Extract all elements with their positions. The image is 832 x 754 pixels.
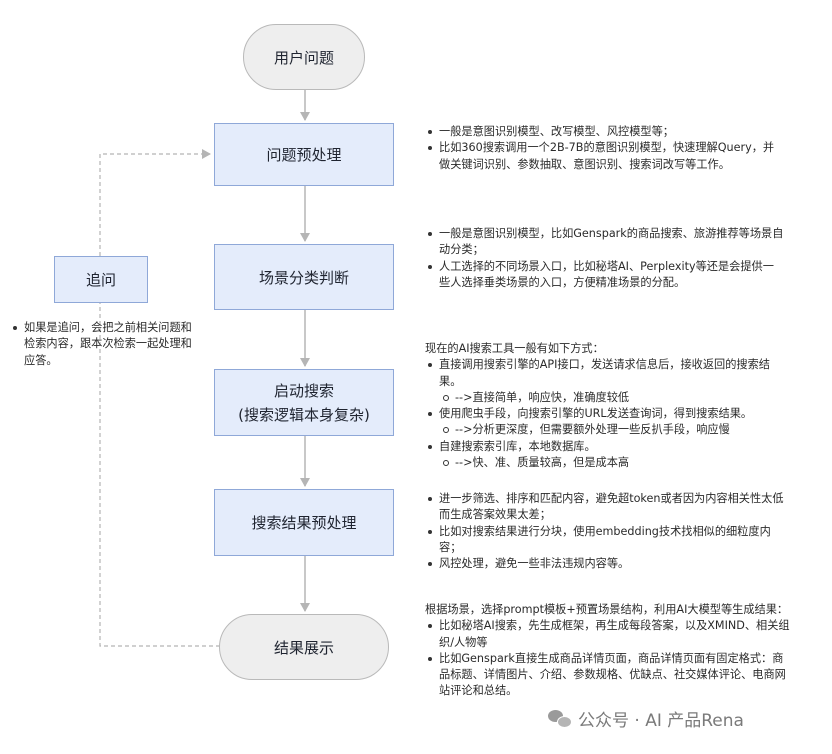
note-subitem: -->分析更深度，但需要额外处理一些反扒手段，响应慢 — [425, 422, 790, 438]
loop-followup-to-preprocess — [99, 149, 211, 256]
note-item: 比如Genspark直接生成商品详情页面，商品详情页面有固定格式：商品标题、详情… — [425, 651, 790, 700]
preprocess-label: 问题预处理 — [266, 146, 342, 164]
user-question-node: 用户问题 — [243, 24, 365, 90]
note-item: 比如秘塔AI搜索，先生成框架，再生成每段答案，以及XMIND、相关组织/人物等 — [425, 618, 790, 651]
start-search-node: 启动搜索 (搜索逻辑本身复杂) — [214, 369, 394, 436]
wechat-icon — [548, 709, 572, 729]
note-result-preprocess: 进一步筛选、排序和匹配内容，避免超token或者因为内容相关性太低而生成答案效果… — [425, 491, 790, 572]
note-item: 风控处理，避免一些非法违规内容等。 — [425, 556, 790, 572]
user-question-label: 用户问题 — [273, 48, 334, 67]
scene-classify-node: 场景分类判断 — [214, 244, 394, 310]
start-search-label: 启动搜索 — [273, 382, 334, 400]
preprocess-node: 问题预处理 — [214, 123, 394, 186]
note-item: 如果是追问，会把之前相关问题和检索内容，跟本次检索一起处理和应答。 — [10, 320, 200, 369]
note-subitem: -->直接简单，响应快，准确度较低 — [425, 390, 790, 406]
note-item: 直接调用搜索引擎的API接口，发送请求信息后，接收返回的搜索结果。 — [425, 357, 790, 390]
note-subitem: -->快、准、质量较高，但是成本高 — [425, 455, 790, 471]
note-item: 比如360搜索调用一个2B-7B的意图识别模型，快速理解Query，并做关键词识… — [425, 140, 785, 173]
watermark-text: 公众号 · AI 产品Rena — [578, 711, 744, 731]
result-display-node: 结果展示 — [219, 614, 389, 680]
note-item: 比如对搜索结果进行分块，使用embedding技术找相似的细粒度内容； — [425, 524, 790, 557]
note-search: 现在的AI搜索工具一般有如下方式： 直接调用搜索引擎的API接口，发送请求信息后… — [425, 341, 790, 471]
note-item: 一般是意图识别模型，比如Genspark的商品搜索、旅游推荐等场景自动分类； — [425, 226, 785, 259]
start-search-sublabel: (搜索逻辑本身复杂) — [238, 406, 370, 424]
note-item: 人工选择的不同场景入口，比如秘塔AI、Perplexity等还是会提供一些人选择… — [425, 259, 785, 292]
follow-up-label: 追问 — [85, 271, 116, 289]
note-preprocess: 一般是意图识别模型、改写模型、风控模型等； 比如360搜索调用一个2B-7B的意… — [425, 124, 785, 173]
result-preprocess-label: 搜索结果预处理 — [251, 514, 357, 532]
watermark: 公众号 · AI 产品Rena — [548, 706, 744, 731]
result-display-label: 结果展示 — [273, 638, 334, 657]
note-follow-up: 如果是追问，会把之前相关问题和检索内容，跟本次检索一起处理和应答。 — [10, 320, 200, 369]
note-item: 自建搜索索引库，本地数据库。 — [425, 439, 790, 455]
note-intro: 根据场景，选择prompt模板+预置场景结构，利用AI大模型等生成结果： — [425, 603, 789, 616]
loop-display-to-followup — [99, 303, 220, 647]
follow-up-node: 追问 — [54, 256, 148, 303]
note-item: 使用爬虫手段，向搜索引擎的URL发送查询词，得到搜索结果。 — [425, 406, 790, 422]
scene-classify-label: 场景分类判断 — [258, 268, 349, 287]
result-preprocess-node: 搜索结果预处理 — [214, 489, 394, 556]
note-item: 进一步筛选、排序和匹配内容，避免超token或者因为内容相关性太低而生成答案效果… — [425, 491, 790, 524]
note-intro: 现在的AI搜索工具一般有如下方式： — [425, 342, 604, 355]
note-item: 一般是意图识别模型、改写模型、风控模型等； — [425, 124, 785, 140]
note-scene: 一般是意图识别模型，比如Genspark的商品搜索、旅游推荐等场景自动分类； 人… — [425, 226, 785, 291]
note-display: 根据场景，选择prompt模板+预置场景结构，利用AI大模型等生成结果： 比如秘… — [425, 602, 790, 700]
